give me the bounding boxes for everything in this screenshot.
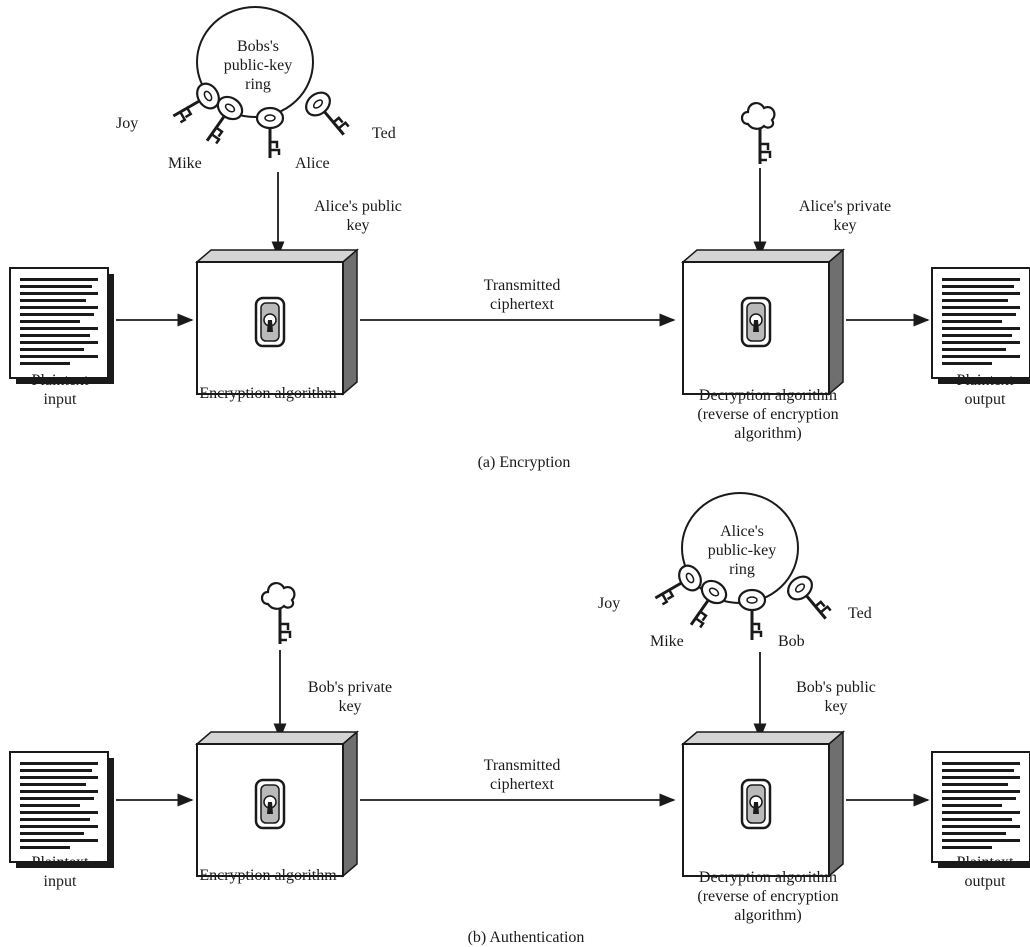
caption-authentication: (b) Authentication bbox=[468, 929, 585, 946]
dec-key-label-b-2: key bbox=[824, 698, 847, 715]
input-label-b-2: input bbox=[44, 873, 77, 890]
dec-label-3: algorithm) bbox=[734, 425, 802, 442]
encryption-lock-box-icon bbox=[195, 248, 359, 396]
ring-b-key-bob: Bob bbox=[778, 633, 805, 650]
plaintext-input-document-icon bbox=[9, 751, 115, 869]
output-label-b-1: Plaintext bbox=[957, 854, 1014, 871]
dec-key-label-1: Alice's private bbox=[799, 198, 891, 215]
ring-b-title-line-2: public-key bbox=[708, 542, 776, 559]
enc-key-label-b-1: Bob's private bbox=[308, 679, 392, 696]
decryption-lock-box-icon bbox=[681, 730, 845, 878]
enc-key-label-2: key bbox=[346, 217, 369, 234]
transmit-label-1: Transmitted bbox=[484, 277, 561, 294]
encryption-algorithm-label: Encryption algorithm bbox=[199, 385, 337, 402]
dec-label-1: Decryption algorithm bbox=[699, 387, 838, 404]
decryption-lock-box-icon bbox=[681, 248, 845, 396]
plaintext-output-document-icon bbox=[931, 751, 1030, 869]
input-label-2: input bbox=[44, 391, 77, 408]
ring-key-joy: Joy bbox=[116, 115, 138, 132]
key-ring-icon: Alice's public-key ring Joy Mike Bob Ted bbox=[598, 492, 872, 650]
input-label-1: Plaintext bbox=[32, 372, 89, 389]
ring-b-key-mike: Mike bbox=[650, 633, 684, 650]
panel-authentication: Bob's private key Plaintext input Encryp… bbox=[9, 492, 1030, 946]
ring-title-line-1: Bobs's bbox=[237, 38, 279, 55]
ring-b-key-ted: Ted bbox=[848, 605, 872, 622]
dec-label-2: (reverse of encryption bbox=[697, 406, 838, 423]
ring-title-line-3: ring bbox=[245, 76, 271, 93]
dec-label-b-1: Decryption algorithm bbox=[699, 869, 838, 886]
ring-b-key-joy: Joy bbox=[598, 595, 620, 612]
output-label-b-2: output bbox=[965, 873, 1006, 890]
ring-title-line-2: public-key bbox=[224, 57, 292, 74]
plaintext-output-document-icon bbox=[931, 267, 1030, 385]
ring-b-title-line-3: ring bbox=[729, 561, 755, 578]
enc-key-label-1: Alice's public bbox=[314, 198, 402, 215]
panel-encryption: Bobs's public-key ring Joy Mike Alice Te… bbox=[9, 6, 1030, 471]
ring-key-mike: Mike bbox=[168, 155, 202, 172]
transmit-label-2: ciphertext bbox=[490, 296, 555, 313]
ring-key-ted: Ted bbox=[372, 125, 396, 142]
caption-encryption: (a) Encryption bbox=[478, 454, 571, 471]
output-label-1: Plaintext bbox=[957, 372, 1014, 389]
transmit-label-b-1: Transmitted bbox=[484, 757, 561, 774]
transmit-label-b-2: ciphertext bbox=[490, 776, 555, 793]
ring-key-alice: Alice bbox=[295, 155, 330, 172]
dec-key-label-b-1: Bob's public bbox=[796, 679, 876, 696]
dec-label-b-2: (reverse of encryption bbox=[697, 888, 838, 905]
key-ring-icon: Bobs's public-key ring Joy Mike Alice Te… bbox=[116, 6, 396, 172]
encryption-lock-box-icon bbox=[195, 730, 359, 878]
dec-label-b-3: algorithm) bbox=[734, 907, 802, 924]
private-key-icon bbox=[740, 101, 776, 166]
dec-key-label-2: key bbox=[833, 217, 856, 234]
enc-key-label-b-2: key bbox=[338, 698, 361, 715]
ring-b-title-line-1: Alice's bbox=[720, 523, 764, 540]
private-key-icon bbox=[260, 581, 296, 646]
input-label-b-1: Plaintext bbox=[32, 854, 89, 871]
plaintext-input-document-icon bbox=[9, 267, 115, 385]
output-label-2: output bbox=[965, 391, 1006, 408]
encryption-algorithm-label-b: Encryption algorithm bbox=[199, 867, 337, 884]
